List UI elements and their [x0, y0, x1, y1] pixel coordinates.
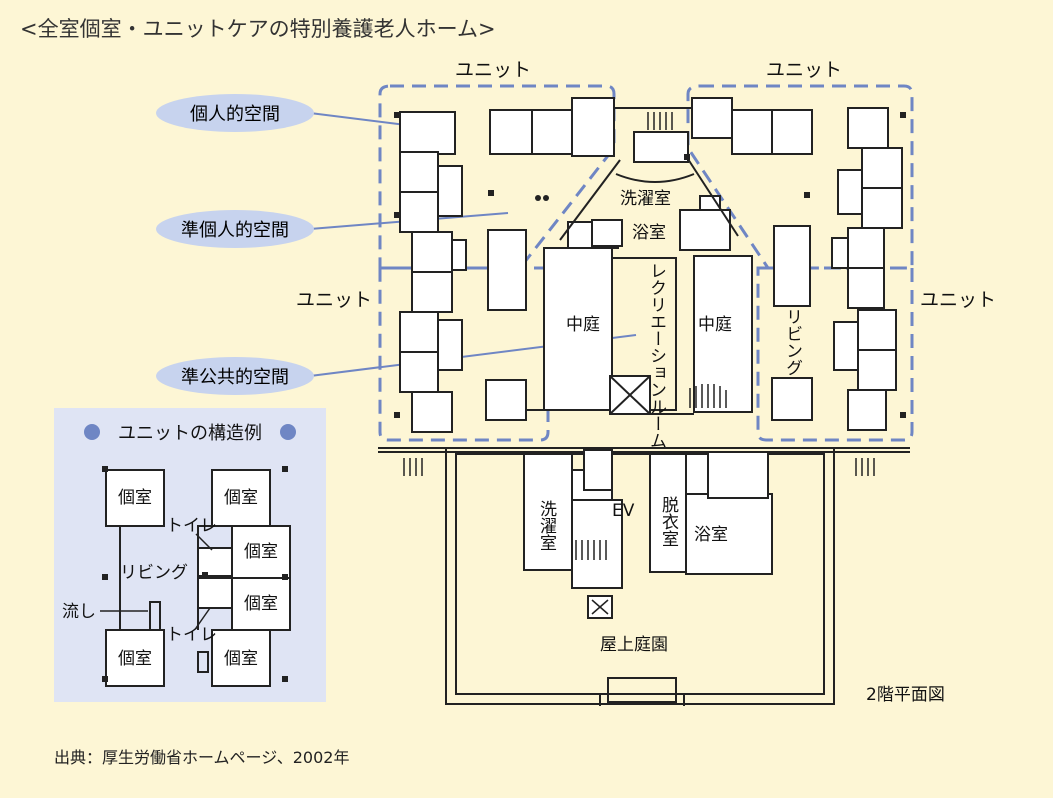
inset-sink: 流し — [62, 602, 96, 622]
inset-leaders — [100, 533, 213, 629]
inset-panel: ユニットの構造例 個室 個室 個室 個室 — [54, 408, 326, 702]
unit-label-top-right: ユニット — [766, 59, 842, 81]
lower-stairs — [403, 458, 875, 615]
inset-room-5: 個室 — [118, 649, 152, 669]
inset-rooms — [105, 469, 291, 687]
floor-label: 2階平面図 — [866, 685, 945, 705]
inset-room-1: 個室 — [118, 488, 152, 508]
room-living: リビング — [782, 308, 802, 376]
column-markers — [394, 112, 906, 418]
corridor-walls — [526, 107, 739, 415]
room-bath-top: 浴室 — [632, 223, 666, 243]
callout-private-oval — [156, 94, 314, 132]
room-courtyard-right: 中庭 — [698, 315, 732, 335]
source-note: 出典：厚生労働省ホームページ、2002年 — [54, 748, 349, 767]
inset-living: リビング — [120, 563, 188, 583]
callout-semi-public-oval — [156, 357, 314, 395]
callouts: 個人的空間 準個人的空間 準公共的空間 — [156, 94, 314, 395]
page-title: <全室個室・ユニットケアの特別養護老人ホーム> — [20, 17, 496, 41]
callout-semi-private-oval — [156, 210, 314, 248]
room-laundry-bottom: 洗濯室 — [536, 500, 557, 551]
inset-room-2: 個室 — [224, 488, 258, 508]
unit-boundary-bottom-left — [378, 266, 550, 442]
callout-private-text: 個人的空間 — [190, 104, 280, 125]
room-recreation: レクリエーションルーム — [646, 262, 666, 449]
unit-label-left: ユニット — [296, 289, 372, 311]
room-laundry-top: 洗濯室 — [620, 189, 671, 209]
room-rooftop-garden: 屋上庭園 — [600, 635, 668, 655]
inset-walls — [119, 525, 212, 673]
room-bath-bottom: 浴室 — [694, 525, 728, 545]
inset-toilet-2: トイレ — [166, 625, 217, 645]
room-dressing: 脱衣室 — [658, 496, 679, 547]
callout-semi-private-text: 準個人的空間 — [181, 220, 289, 241]
unit-boundary-bottom-right — [756, 266, 914, 442]
unit-label-top-left: ユニット — [455, 59, 531, 81]
inset-markers — [102, 466, 288, 682]
room-courtyard-left: 中庭 — [566, 315, 600, 335]
unit-boundary-top-left — [378, 84, 616, 270]
rooftop-outline — [378, 447, 910, 706]
inset-room-6: 個室 — [224, 649, 258, 669]
room-ev: EV — [612, 501, 635, 521]
building-rooms — [399, 97, 903, 433]
inset-title: ユニットの構造例 — [118, 423, 262, 444]
lower-rooms — [523, 449, 773, 619]
stairs — [647, 112, 727, 408]
inset-bullet-left — [84, 424, 100, 440]
callout-semi-public-text: 準公共的空間 — [181, 367, 289, 388]
unit-label-right: ユニット — [920, 289, 996, 311]
inset-bullet-right — [280, 424, 296, 440]
inset-room-4: 個室 — [244, 594, 278, 614]
inset-room-3: 個室 — [244, 542, 278, 562]
inset-toilet-1: トイレ — [166, 516, 217, 536]
